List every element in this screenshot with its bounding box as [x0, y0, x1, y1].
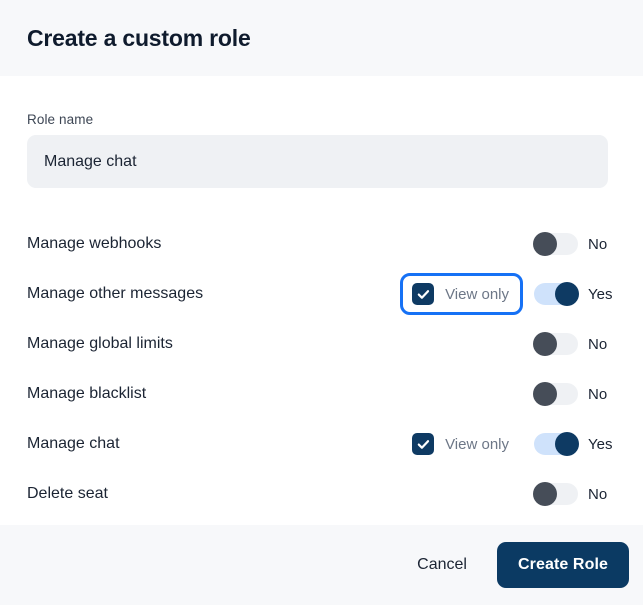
permission-toggle[interactable]	[533, 482, 578, 506]
permission-row: Manage chat View only Yes	[27, 419, 616, 469]
permission-controls: No	[533, 332, 616, 356]
permission-toggle-group: No	[533, 232, 616, 256]
role-name-field-group: Role name	[0, 76, 643, 188]
permission-toggle[interactable]	[533, 232, 578, 256]
view-only-option[interactable]: View only	[400, 423, 523, 465]
toggle-state-label: No	[588, 335, 608, 353]
toggle-knob	[533, 332, 557, 356]
page-title: Create a custom role	[27, 24, 251, 51]
permission-toggle-group: No	[533, 382, 616, 406]
permission-row: Delete seat No	[27, 469, 616, 519]
permission-label: Delete seat	[27, 485, 108, 502]
toggle-state-label: Yes	[588, 435, 613, 453]
toggle-state-label: Yes	[588, 285, 613, 303]
permission-label: Manage webhooks	[27, 235, 162, 252]
toggle-state-label: No	[588, 385, 608, 403]
role-name-input[interactable]	[27, 135, 608, 188]
dialog-header: Create a custom role	[0, 0, 643, 76]
permission-toggle-group: No	[533, 332, 616, 356]
check-icon	[417, 438, 430, 451]
permission-row: Manage other messages View only Yes	[27, 269, 616, 319]
permission-toggle[interactable]	[534, 282, 579, 306]
view-only-label: View only	[445, 285, 509, 303]
permission-toggle[interactable]	[533, 382, 578, 406]
permission-toggle-group: Yes	[534, 432, 616, 456]
view-only-option[interactable]: View only	[400, 273, 523, 315]
permission-toggle[interactable]	[534, 432, 579, 456]
cancel-button[interactable]: Cancel	[401, 546, 483, 584]
toggle-knob	[555, 282, 579, 306]
permission-controls: No	[533, 232, 616, 256]
toggle-knob	[555, 432, 579, 456]
toggle-state-label: No	[588, 485, 608, 503]
permission-toggle-group: Yes	[534, 282, 616, 306]
permission-toggle-group: No	[533, 482, 616, 506]
create-role-button[interactable]: Create Role	[496, 542, 629, 588]
role-name-label: Role name	[27, 112, 94, 127]
permission-label: Manage chat	[27, 435, 120, 452]
toggle-state-label: No	[588, 235, 608, 253]
permission-controls: No	[533, 482, 616, 506]
permission-row: Manage webhooks No	[27, 219, 616, 269]
toggle-knob	[533, 232, 557, 256]
check-icon	[417, 288, 430, 301]
toggle-knob	[533, 482, 557, 506]
permission-label: Manage global limits	[27, 335, 173, 352]
permission-label: Manage other messages	[27, 285, 204, 302]
view-only-checkbox[interactable]	[412, 433, 435, 455]
view-only-label: View only	[445, 435, 509, 453]
permission-controls: No	[533, 382, 616, 406]
dialog-footer: Cancel Create Role	[0, 525, 643, 605]
permission-row: Manage global limits No	[27, 319, 616, 369]
view-only-checkbox[interactable]	[412, 283, 435, 305]
permission-controls: View only Yes	[400, 423, 616, 465]
permission-label: Manage blacklist	[27, 385, 147, 402]
permission-controls: View only Yes	[400, 273, 616, 315]
permission-toggle[interactable]	[533, 332, 578, 356]
toggle-knob	[533, 382, 557, 406]
permission-row: Manage blacklist No	[27, 369, 616, 419]
